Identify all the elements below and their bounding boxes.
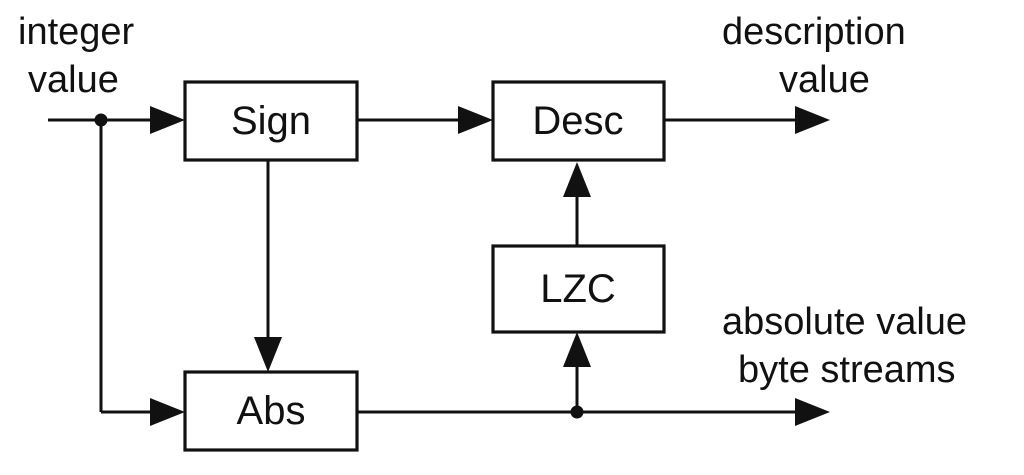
block-abs: Abs (183, 370, 359, 452)
arrowhead-into-desc (458, 106, 493, 134)
block-sign-label: Sign (231, 99, 311, 143)
junction-dot-abs-output (570, 405, 584, 419)
arrowhead-sign-to-abs (254, 337, 282, 372)
block-desc-label: Desc (532, 99, 623, 143)
block-lzc-label: LZC (540, 267, 616, 311)
output-abs-line-1: absolute value (722, 301, 967, 343)
wires (48, 118, 800, 414)
arrowhead-into-sign (150, 106, 185, 134)
arrowhead-description-output (795, 106, 830, 134)
input-label-line-1: integer (18, 11, 135, 53)
arrowheads (150, 106, 830, 426)
block-sign: Sign (183, 80, 359, 162)
output-desc-line-2: value (779, 59, 870, 101)
output-desc-line-1: description (722, 11, 906, 53)
input-label-integer-value: integer value (18, 11, 145, 101)
output-label-absolute-value-byte-streams: absolute value byte streams (722, 301, 978, 391)
arrowhead-lzc-to-desc (563, 162, 591, 197)
output-abs-line-2: byte streams (738, 349, 956, 391)
arrowhead-abs-output (795, 398, 830, 426)
block-abs-label: Abs (237, 389, 306, 433)
block-lzc: LZC (491, 244, 666, 334)
junction-dot-input (94, 113, 108, 127)
input-label-line-2: value (28, 59, 119, 101)
block-desc: Desc (491, 80, 666, 162)
arrowhead-into-lzc (563, 332, 591, 367)
arrowhead-into-abs (150, 398, 185, 426)
output-label-description-value: description value (722, 11, 916, 101)
